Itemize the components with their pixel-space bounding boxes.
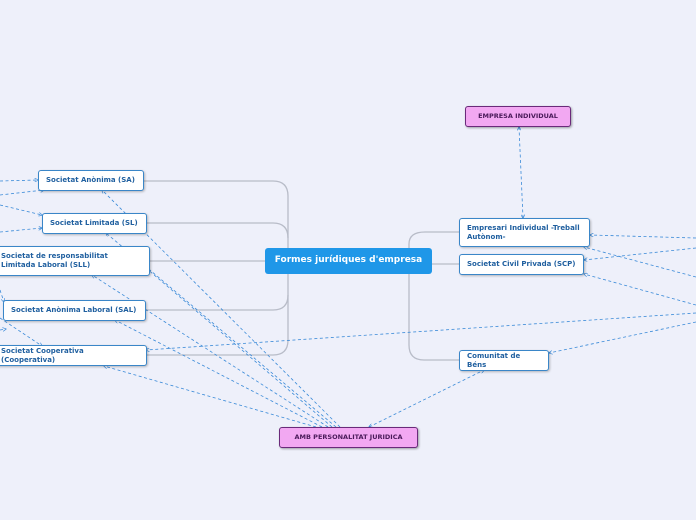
node-societat-anonima[interactable]: Societat Anònima (SA)	[38, 170, 144, 191]
category-amb-personalitat-juridica[interactable]: AMB PERSONALITAT JURIDICA	[279, 427, 418, 448]
node-societat-civil-privada[interactable]: Societat Civil Privada (SCP)	[459, 254, 584, 275]
node-societat-cooperativa[interactable]: Societat Cooperativa (Cooperativa)	[0, 345, 147, 366]
node-societat-responsabilitat-limitada-laboral[interactable]: Societat de responsabilitat Limitada Lab…	[0, 246, 150, 276]
node-empresari-individual[interactable]: Empresari Individual -Treball Autònom-	[459, 218, 590, 247]
node-comunitat-de-bens[interactable]: Comunitat de Béns	[459, 350, 549, 371]
category-empresa-individual[interactable]: EMPRESA INDIVIDUAL	[465, 106, 571, 127]
node-societat-limitada[interactable]: Societat Limitada (SL)	[42, 213, 147, 234]
node-societat-anonima-laboral[interactable]: Societat Anònima Laboral (SAL)	[3, 300, 146, 321]
relation-arrows	[0, 127, 696, 427]
root-topic[interactable]: Formes jurídiques d'empresa	[265, 248, 432, 274]
